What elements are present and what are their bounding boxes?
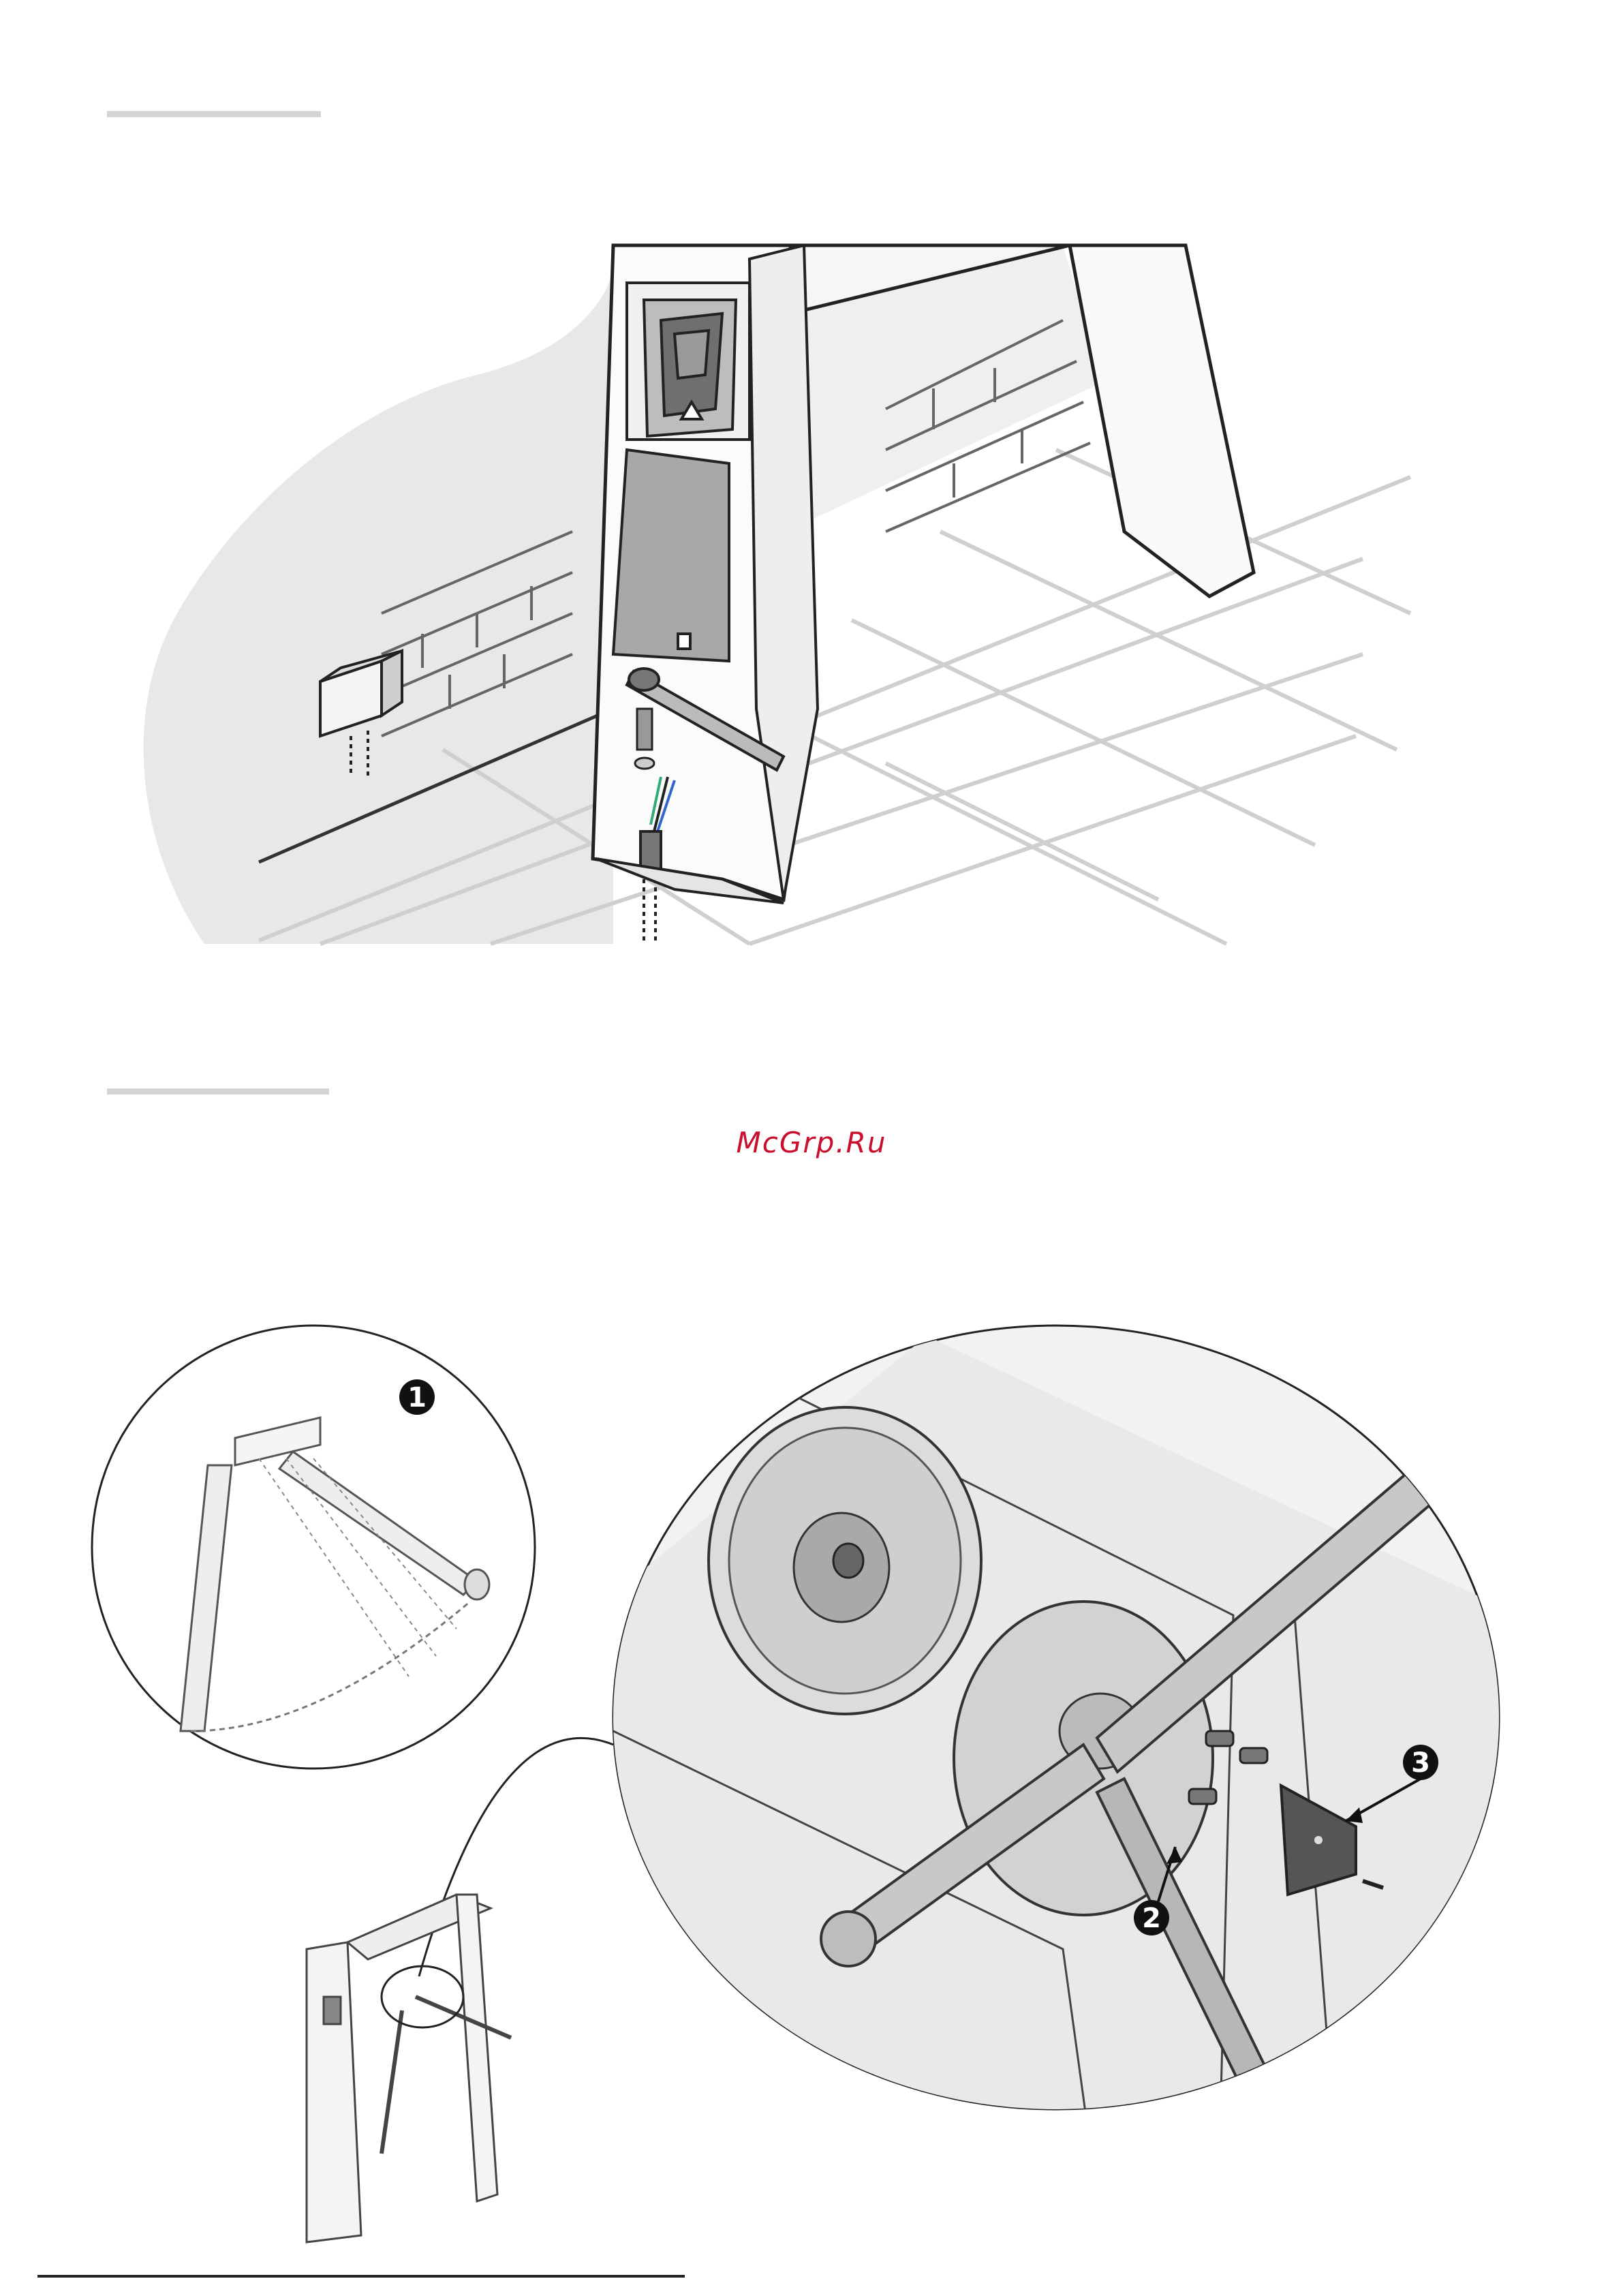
gate-leg-right [1070,245,1254,596]
connector-line [419,1738,613,1976]
watermark-text: McGrp.Ru [0,1126,1623,1159]
magnified-hub-circle: 3 2 [613,1326,1533,2147]
footer-rule [37,2275,685,2278]
callout-circle-1: 1 [92,1326,535,1769]
arm-hub-detail-illustration: 1 [0,1295,1623,2263]
control-panel [613,283,749,661]
installation-post-illustration [0,232,1623,954]
section-rule-top [107,111,321,117]
gate-thumbnail [307,1895,511,2242]
bolt-and-washer [635,709,654,769]
callout-number-1: 1 [407,1382,427,1413]
background-shade [144,273,613,944]
callout-number-2: 2 [1142,1903,1161,1934]
section-rule-middle [107,1088,329,1095]
callout-number-3: 3 [1411,1747,1430,1779]
